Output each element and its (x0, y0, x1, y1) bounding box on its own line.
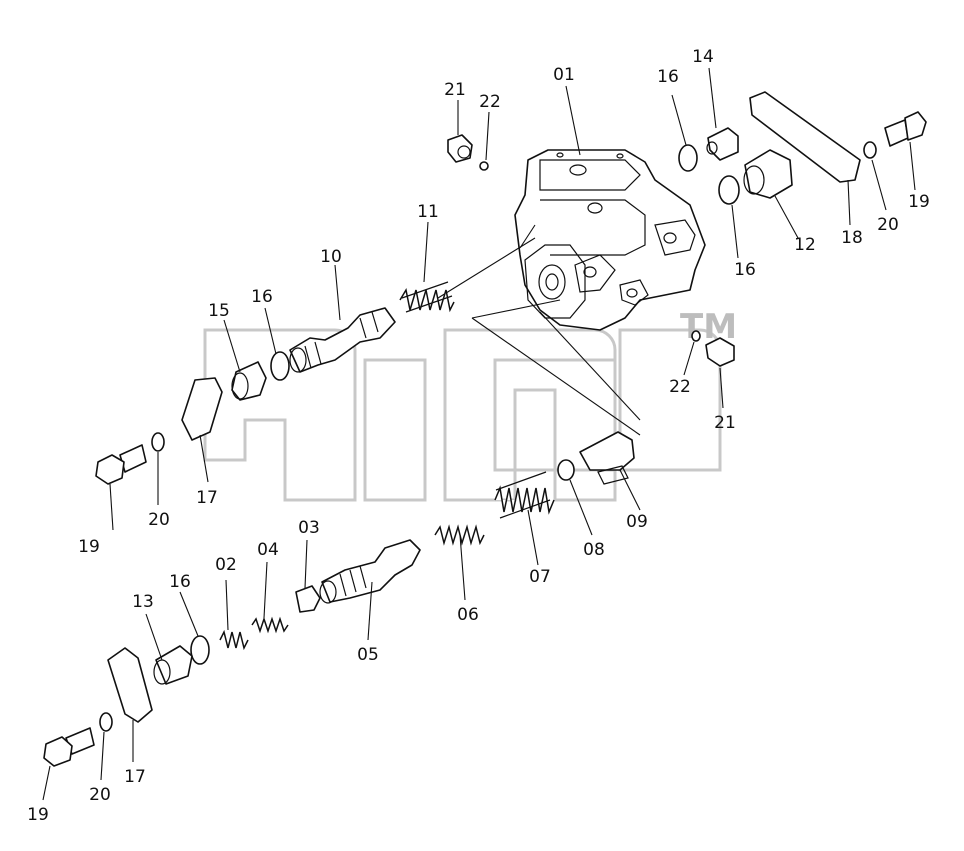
label-22-right: 22 (669, 377, 691, 397)
label-13: 13 (132, 592, 154, 612)
label-11: 11 (417, 202, 439, 222)
label-16-lower: 16 (169, 572, 191, 592)
label-07: 07 (529, 567, 551, 587)
plug-12 (743, 149, 793, 199)
spring-06 (434, 524, 485, 546)
label-16-top: 16 (657, 67, 679, 87)
label-03: 03 (298, 518, 320, 538)
o-ring-16-top (678, 144, 698, 172)
trademark-mark: TM (680, 307, 737, 347)
label-01: 01 (553, 65, 575, 85)
label-19-top: 19 (908, 192, 930, 212)
label-02: 02 (215, 555, 237, 575)
leader-lines (42, 67, 916, 801)
label-12: 12 (794, 235, 816, 255)
o-ring-16-upper (270, 351, 290, 381)
label-18: 18 (841, 228, 863, 248)
label-06: 06 (457, 605, 479, 625)
label-20-lower: 20 (89, 785, 111, 805)
label-05: 05 (357, 645, 379, 665)
label-19-mid: 19 (78, 537, 100, 557)
watermark-logo: TM (203, 307, 737, 502)
label-10: 10 (320, 247, 342, 267)
label-20-mid: 20 (148, 510, 170, 530)
label-17-lower: 17 (124, 767, 146, 787)
spring-07 (494, 471, 555, 519)
retainer-plate-17-upper (181, 377, 223, 441)
label-08: 08 (583, 540, 605, 560)
plug-15 (231, 361, 267, 401)
retainer-plate-18 (749, 91, 861, 183)
label-20-top: 20 (877, 215, 899, 235)
label-09: 09 (626, 512, 648, 532)
lock-washer-20-mid (151, 432, 165, 452)
spool-10 (289, 307, 396, 373)
plug-14 (706, 127, 739, 161)
label-17-upper: 17 (196, 488, 218, 508)
spring-11 (399, 281, 455, 313)
label-16-upper: 16 (251, 287, 273, 307)
o-ring-16-lower (190, 635, 210, 665)
o-ring-22-top (479, 161, 489, 171)
o-ring-16-right (718, 175, 740, 205)
label-21-top: 21 (444, 80, 466, 100)
valve-seat-09 (579, 431, 635, 485)
label-19-lower: 19 (27, 805, 49, 825)
valve-body-01 (514, 149, 706, 331)
washer-08 (557, 459, 575, 481)
bolt-19-top (884, 111, 927, 147)
plug-21-top (447, 134, 473, 163)
spring-04 (251, 616, 289, 634)
plug-21-right (705, 337, 735, 367)
bolt-19-lower (43, 727, 95, 767)
retainer-plate-17-lower (107, 647, 153, 723)
bolt-19-mid (95, 444, 147, 485)
label-04: 04 (257, 540, 279, 560)
label-16-right: 16 (734, 260, 756, 280)
label-21-right: 21 (714, 413, 736, 433)
label-14: 14 (692, 47, 714, 67)
plug-03 (295, 585, 321, 613)
part-labels: 01 21 22 16 14 16 12 18 20 19 22 21 11 1… (27, 47, 930, 825)
spool-05 (319, 539, 421, 604)
plug-13 (153, 645, 193, 685)
spring-02 (219, 629, 249, 651)
lock-washer-20-top (863, 141, 877, 159)
label-22-top: 22 (479, 92, 501, 112)
o-ring-22-right (691, 330, 701, 342)
assembly-centerlines (437, 224, 641, 436)
label-15: 15 (208, 301, 230, 321)
lock-washer-20-lower (99, 712, 113, 732)
